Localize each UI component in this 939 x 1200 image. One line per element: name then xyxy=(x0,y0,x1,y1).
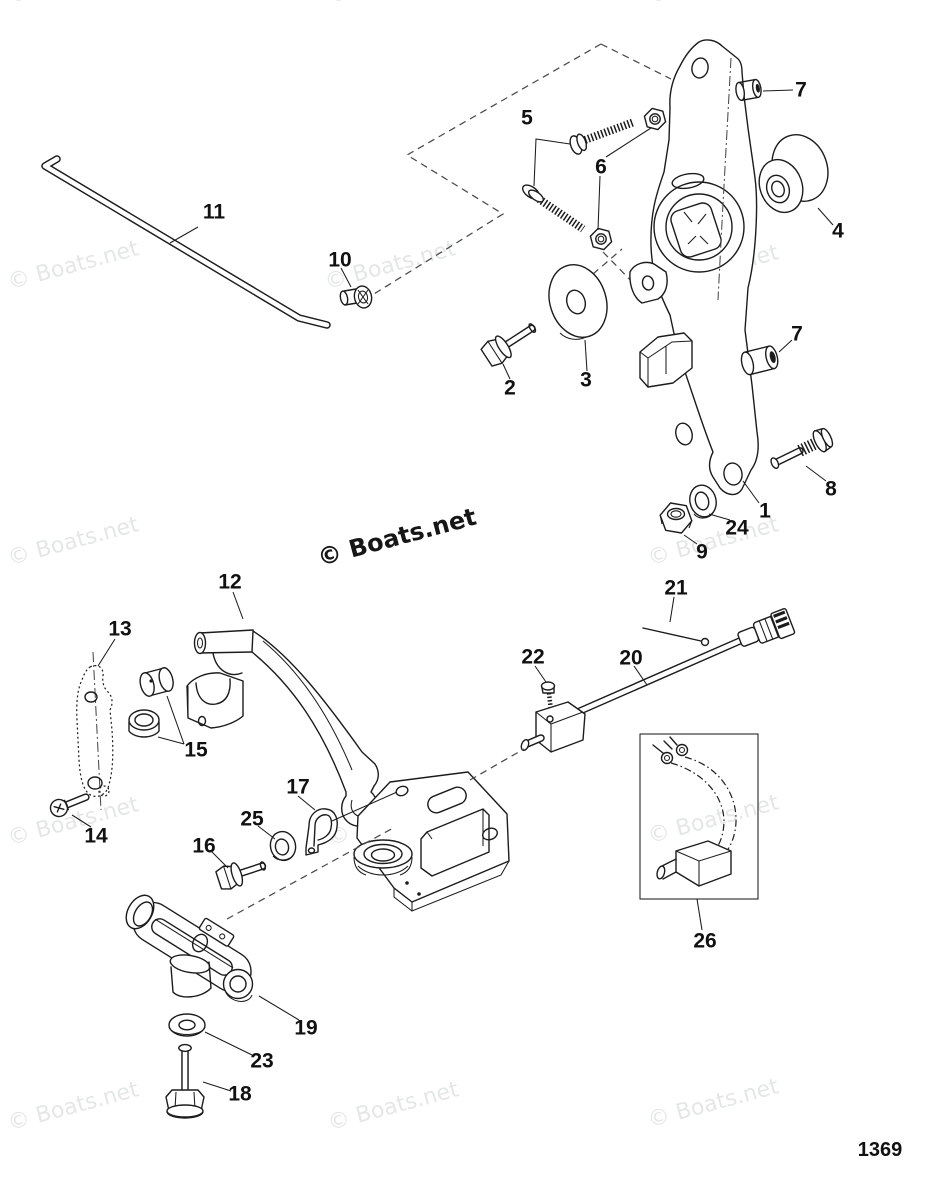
link-part13 xyxy=(76,651,114,811)
part-label-15: 15 xyxy=(184,739,208,762)
part-label-5: 5 xyxy=(521,107,533,130)
bolt-part16 xyxy=(215,861,267,890)
part-label-10: 10 xyxy=(328,249,351,272)
nut-part6-lower xyxy=(589,227,613,251)
part-label-21: 21 xyxy=(664,577,688,600)
line-art xyxy=(41,39,834,1119)
watermark: © Boats.net xyxy=(645,1074,781,1133)
bushings-part15 xyxy=(128,667,174,738)
cable-connector xyxy=(737,607,796,647)
shift-bracket-part1 xyxy=(629,39,759,496)
assembly-dashed-top xyxy=(226,748,525,920)
part-label-13: 13 xyxy=(108,618,131,641)
part-label-1: 1 xyxy=(759,500,771,523)
screw-part14 xyxy=(49,793,90,818)
screw-part5-upper xyxy=(569,118,636,155)
watermark: © Boats.net xyxy=(645,0,781,9)
part-label-11: 11 xyxy=(203,201,226,224)
bushing-part7-mid xyxy=(740,345,779,376)
part-label-23: 23 xyxy=(250,1050,273,1073)
part-label-3: 3 xyxy=(580,369,592,392)
clip-part10 xyxy=(339,285,373,309)
mount-bracket-part12 xyxy=(186,629,510,912)
watermark: © Boats.net xyxy=(325,0,461,9)
nut-part6-upper xyxy=(643,107,667,131)
washer-part24 xyxy=(689,484,717,519)
washer-part3 xyxy=(548,264,608,340)
watermark-dark: © Boats.net xyxy=(315,503,480,572)
locknut-part9 xyxy=(659,502,693,534)
part-label-12: 12 xyxy=(218,571,241,594)
part-label-14: 14 xyxy=(84,825,108,848)
roller-part4 xyxy=(758,134,829,214)
part-label-8: 8 xyxy=(825,478,837,501)
bolt-part18 xyxy=(165,1043,205,1119)
part-label-20: 20 xyxy=(619,647,642,670)
washer-part25 xyxy=(269,830,297,862)
watermark: © Boats.net xyxy=(5,1077,141,1136)
bushing-part7-top xyxy=(735,78,762,101)
bolt-part2 xyxy=(480,323,537,367)
bolt-part8 xyxy=(770,427,834,469)
part-label-9: 9 xyxy=(696,541,708,564)
watermark: © Boats.net xyxy=(325,1077,461,1136)
part-label-7: 7 xyxy=(795,79,807,102)
part-label-2: 2 xyxy=(504,377,516,400)
leader-lines xyxy=(71,89,834,1092)
watermark: © Boats.net xyxy=(645,790,781,849)
part-label-6: 6 xyxy=(595,156,607,179)
part-label-4: 4 xyxy=(832,220,844,243)
page-number: 1369 xyxy=(858,1139,903,1161)
shift-cable-part20 xyxy=(520,607,796,753)
anchor-assembly-part19 xyxy=(125,894,254,1002)
part-label-7: 7 xyxy=(791,323,803,346)
screw-part5-lower xyxy=(521,184,586,233)
part-label-19: 19 xyxy=(294,1017,317,1040)
part-label-17: 17 xyxy=(286,776,309,799)
part-label-18: 18 xyxy=(228,1083,252,1106)
watermark: © Boats.net xyxy=(5,0,141,9)
part-label-22: 22 xyxy=(521,646,544,669)
bracket-ear xyxy=(629,261,668,304)
part-label-25: 25 xyxy=(240,808,264,831)
washer-part23 xyxy=(168,1013,206,1037)
watermark: © Boats.net xyxy=(5,236,141,295)
part-label-26: 26 xyxy=(693,930,716,953)
watermark: © Boats.net xyxy=(5,512,141,571)
switch-body xyxy=(535,701,586,753)
part-label-16: 16 xyxy=(192,835,215,858)
cotter-pin-part21 xyxy=(642,627,710,647)
shift-rod-part11 xyxy=(41,155,331,329)
part-label-24: 24 xyxy=(725,517,749,540)
switch-kit-part26 xyxy=(639,733,759,900)
